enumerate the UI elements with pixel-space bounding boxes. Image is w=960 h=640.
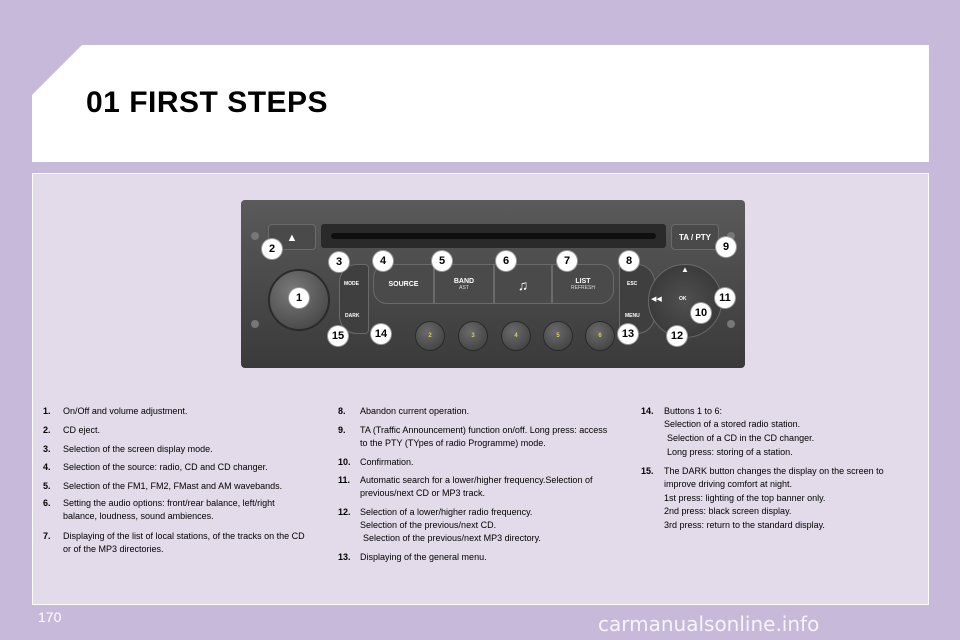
legend-number: 12. (338, 507, 351, 517)
up-arrow-icon: ▲ (681, 265, 689, 274)
legend-text: Selection of a lower/higher radio freque… (360, 507, 533, 517)
legend-number: 6. (43, 498, 51, 508)
legend-text: Automatic search for a lower/higher freq… (360, 475, 593, 485)
screw-icon (251, 320, 259, 328)
legend-number: 8. (338, 406, 346, 416)
legend-text: previous/next CD or MP3 track. (360, 488, 486, 498)
legend-text: Selection of the previous/next CD. (360, 520, 497, 530)
legend-number: 14. (641, 406, 654, 416)
callout-11: 11 (715, 288, 735, 308)
callout-8: 8 (619, 251, 639, 271)
legend-number: 10. (338, 457, 351, 467)
ta-pty-button: TA / PTY (671, 224, 719, 250)
preset-button-4: 4 (501, 321, 531, 351)
legend-text: Displaying of the general menu. (360, 552, 487, 562)
legend-number: 11. (338, 475, 351, 485)
legend-number: 2. (43, 425, 51, 435)
legend-number: 15. (641, 466, 654, 476)
legend-number: 3. (43, 444, 51, 454)
screw-icon (251, 232, 259, 240)
legend-text: Selection of the previous/next MP3 direc… (363, 533, 541, 543)
legend-number: 1. (43, 406, 51, 416)
rewind-arrow-icon: ◀◀ (651, 296, 662, 303)
music-note-icon: ♫ (517, 277, 529, 293)
legend-text: improve driving comfort at night. (664, 479, 793, 489)
callout-6: 6 (496, 251, 516, 271)
callout-4: 4 (373, 251, 393, 271)
screw-icon (727, 232, 735, 240)
preset-button-3: 3 (458, 321, 488, 351)
callout-5: 5 (432, 251, 452, 271)
legend-text: CD eject. (63, 425, 101, 435)
legend-text: Selection of the source: radio, CD and C… (63, 462, 268, 472)
navigation-pad (648, 264, 722, 338)
preset-button-6: 6 (585, 321, 615, 351)
preset-button-5: 5 (543, 321, 573, 351)
legend-number: 5. (43, 481, 51, 491)
legend-text: Selection of the screen display mode. (63, 444, 213, 454)
page-number: 170 (38, 609, 62, 625)
legend-text: 3rd press: return to the standard displa… (664, 520, 825, 530)
cd-slot (321, 224, 666, 248)
ok-label: OK (679, 296, 687, 302)
legend-text: Displaying of the list of local stations… (63, 531, 305, 541)
legend-text: Buttons 1 to 6: (664, 406, 723, 416)
callout-7: 7 (557, 251, 577, 271)
legend-text: Abandon current operation. (360, 406, 470, 416)
legend-text: Selection of a CD in the CD changer. (667, 433, 815, 443)
callout-2: 2 (262, 239, 282, 259)
dark-label: DARK (345, 313, 360, 319)
legend-text: or of the MP3 directories. (63, 544, 164, 554)
callout-10: 10 (691, 303, 711, 323)
callout-13: 13 (618, 324, 638, 344)
legend-text: Long press: storing of a station. (667, 447, 793, 457)
preset-button-2: 2 (415, 321, 445, 351)
legend-text: TA (Traffic Announcement) function on/of… (360, 425, 608, 435)
legend-number: 4. (43, 462, 51, 472)
callout-12: 12 (667, 326, 687, 346)
legend-number: 9. (338, 425, 346, 435)
legend-text: Selection of a stored radio station. (664, 419, 801, 429)
mode-label: MODE (344, 281, 359, 287)
page-title: 01 FIRST STEPS (86, 86, 329, 119)
header-panel (32, 45, 929, 162)
mode-dark-button (339, 264, 369, 334)
callout-15: 15 (328, 326, 348, 346)
legend-text: Setting the audio options: front/rear ba… (63, 498, 275, 508)
legend-text: The DARK button changes the display on t… (664, 466, 884, 476)
callout-14: 14 (371, 324, 391, 344)
source-button: SOURCE (373, 264, 434, 304)
legend-text: Confirmation. (360, 457, 414, 467)
legend-number: 13. (338, 552, 351, 562)
legend-text: 2nd press: black screen display. (664, 506, 792, 516)
callout-9: 9 (716, 237, 736, 257)
legend-number: 7. (43, 531, 51, 541)
callout-3: 3 (329, 252, 349, 272)
legend-text: Selection of the FM1, FM2, FMast and AM … (63, 481, 283, 491)
legend-text: On/Off and volume adjustment. (63, 406, 188, 416)
callout-1: 1 (289, 288, 309, 308)
esc-label: ESC (627, 281, 638, 287)
legend-text: 1st press: lighting of the top banner on… (664, 493, 826, 503)
watermark: carmanualsonline.info (598, 612, 820, 636)
legend-text: to the PTY (TYpes of radio Programme) mo… (360, 438, 546, 448)
menu-label: MENU (625, 313, 640, 319)
screw-icon (727, 320, 735, 328)
legend-text: balance, loudness, sound ambiences. (63, 511, 214, 521)
